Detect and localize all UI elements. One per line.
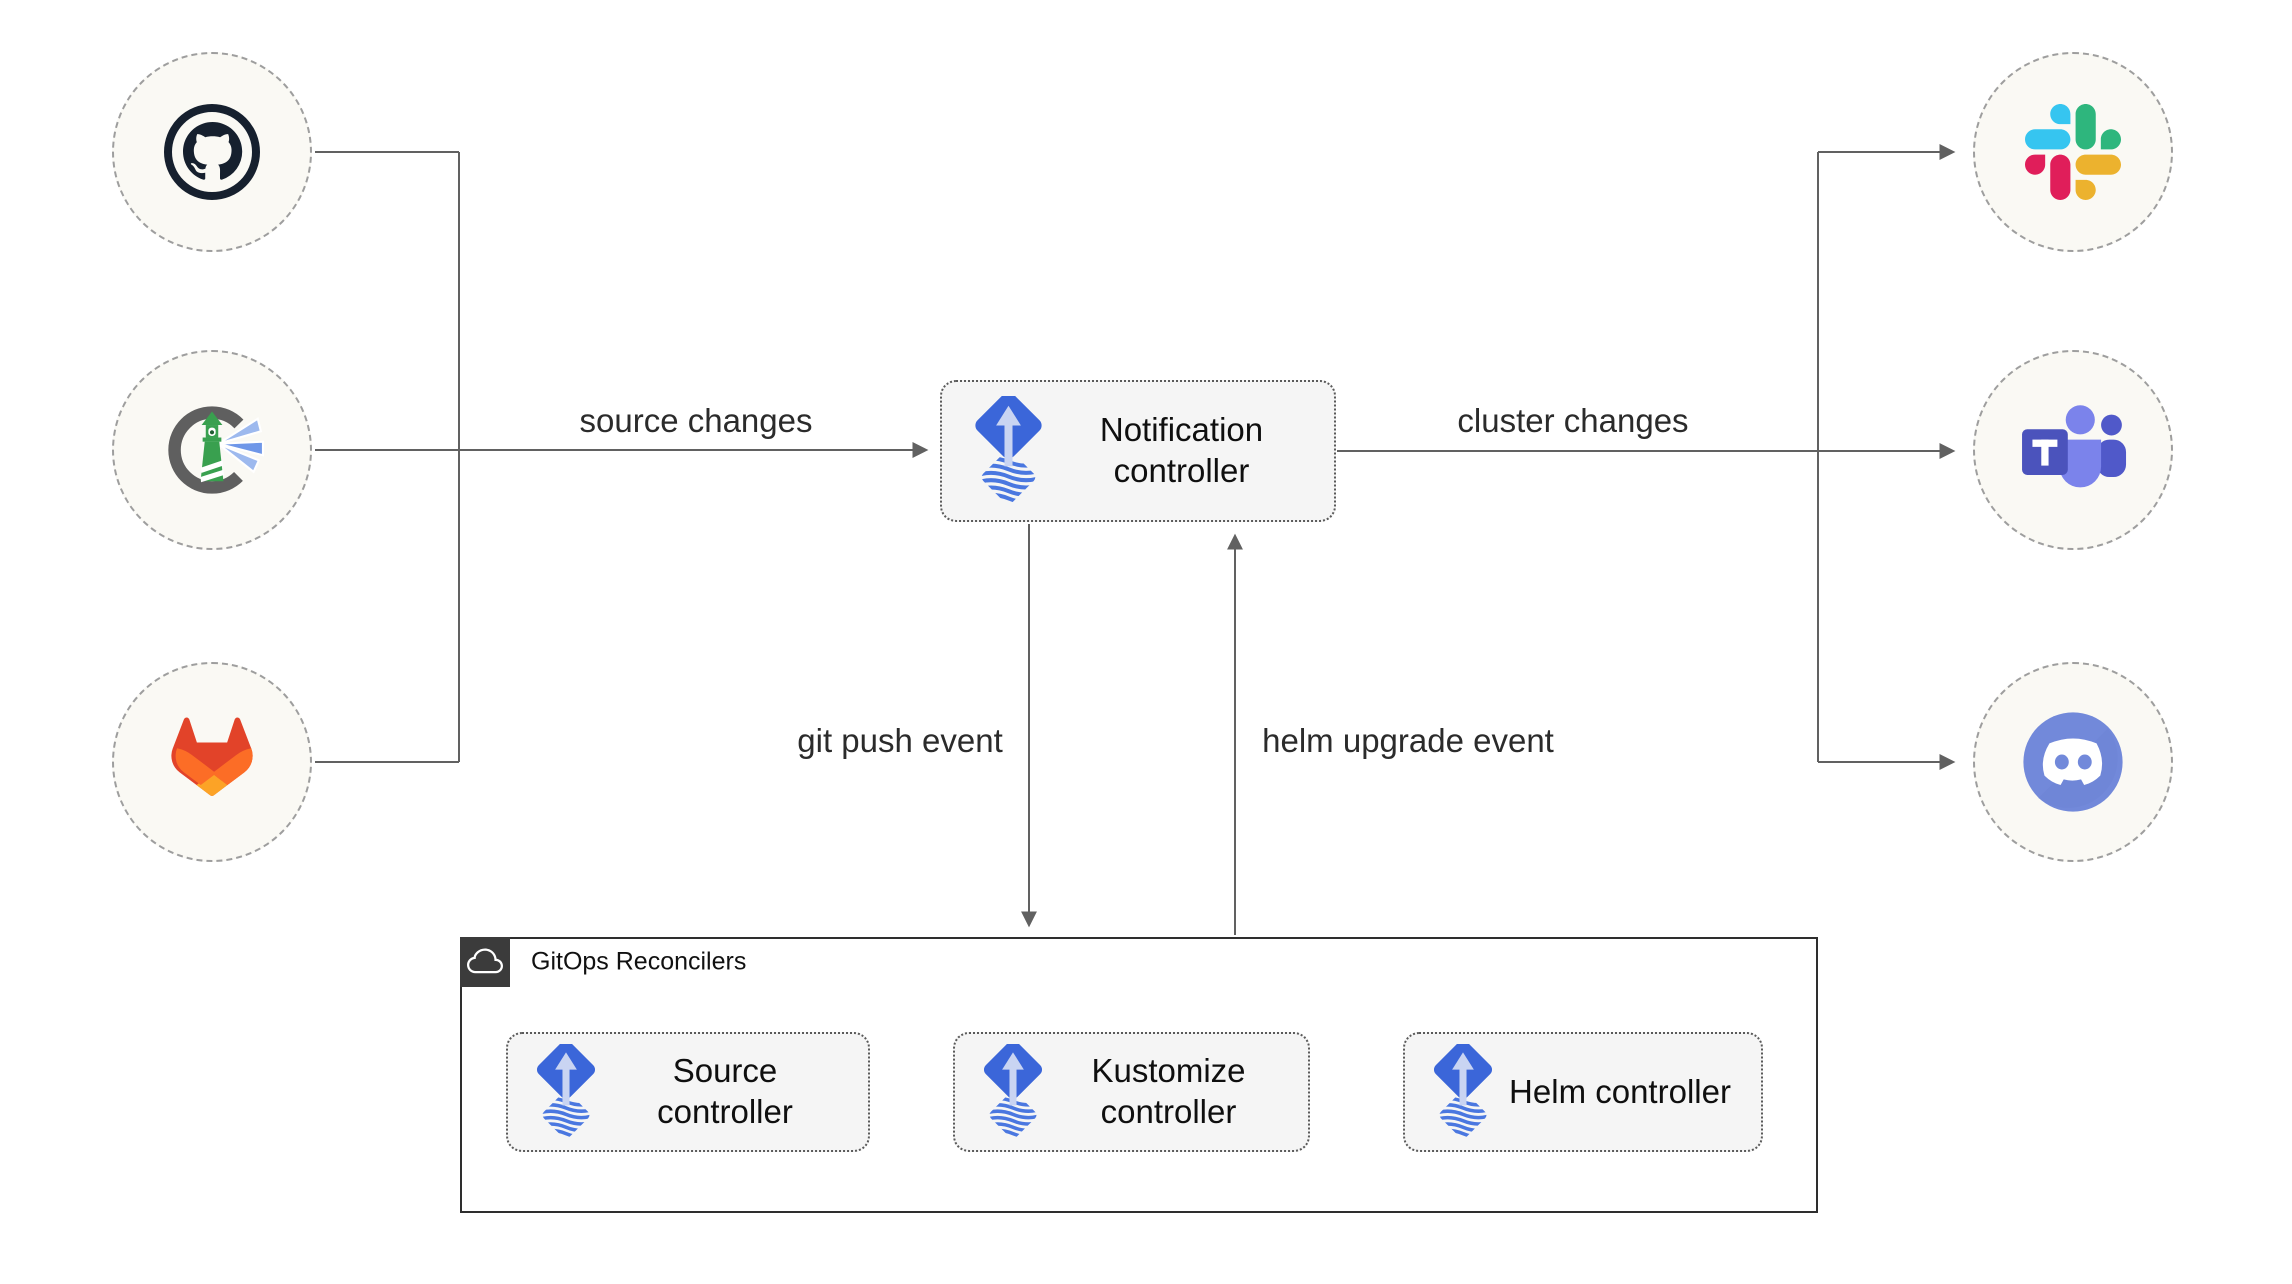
source-node-github: [112, 52, 312, 252]
flux-icon: [972, 396, 1045, 506]
harbor-icon: [168, 406, 264, 494]
github-icon: [164, 104, 260, 200]
kustomize-controller-label: Kustomize controller: [1091, 1052, 1246, 1130]
source-controller-label: Source controller: [657, 1052, 793, 1130]
helm-controller-node: Helm controller: [1403, 1032, 1763, 1152]
edge-label-cluster-changes: cluster changes: [1451, 402, 1695, 440]
kustomize-controller-node: Kustomize controller: [953, 1032, 1310, 1152]
target-node-slack: [1973, 52, 2173, 252]
teams-icon: [2022, 405, 2127, 488]
notification-controller-node: Notification controller: [940, 380, 1336, 522]
source-node-harbor: [112, 350, 312, 550]
gitops-group-label: GitOps Reconcilers: [531, 947, 747, 976]
flux-icon: [1431, 1044, 1495, 1140]
edge-label-source-changes: source changes: [573, 402, 819, 440]
target-node-teams: [1973, 350, 2173, 550]
flux-icon: [534, 1044, 598, 1140]
notification-controller-label: Notification controller: [1099, 411, 1264, 489]
flux-icon: [981, 1044, 1045, 1140]
edge-label-git-push-event: git push event: [791, 722, 1009, 760]
gitlab-icon: [171, 717, 253, 796]
cloud-icon: [467, 948, 503, 974]
source-controller-node: Source controller: [506, 1032, 870, 1152]
gitops-group-badge: [460, 937, 510, 987]
edge-label-helm-upgrade-event: helm upgrade event: [1256, 722, 1560, 760]
discord-icon: [2023, 712, 2123, 812]
target-node-discord: [1973, 662, 2173, 862]
helm-controller-label: Helm controller: [1509, 1072, 1731, 1110]
source-node-gitlab: [112, 662, 312, 862]
slack-icon: [2025, 104, 2121, 200]
